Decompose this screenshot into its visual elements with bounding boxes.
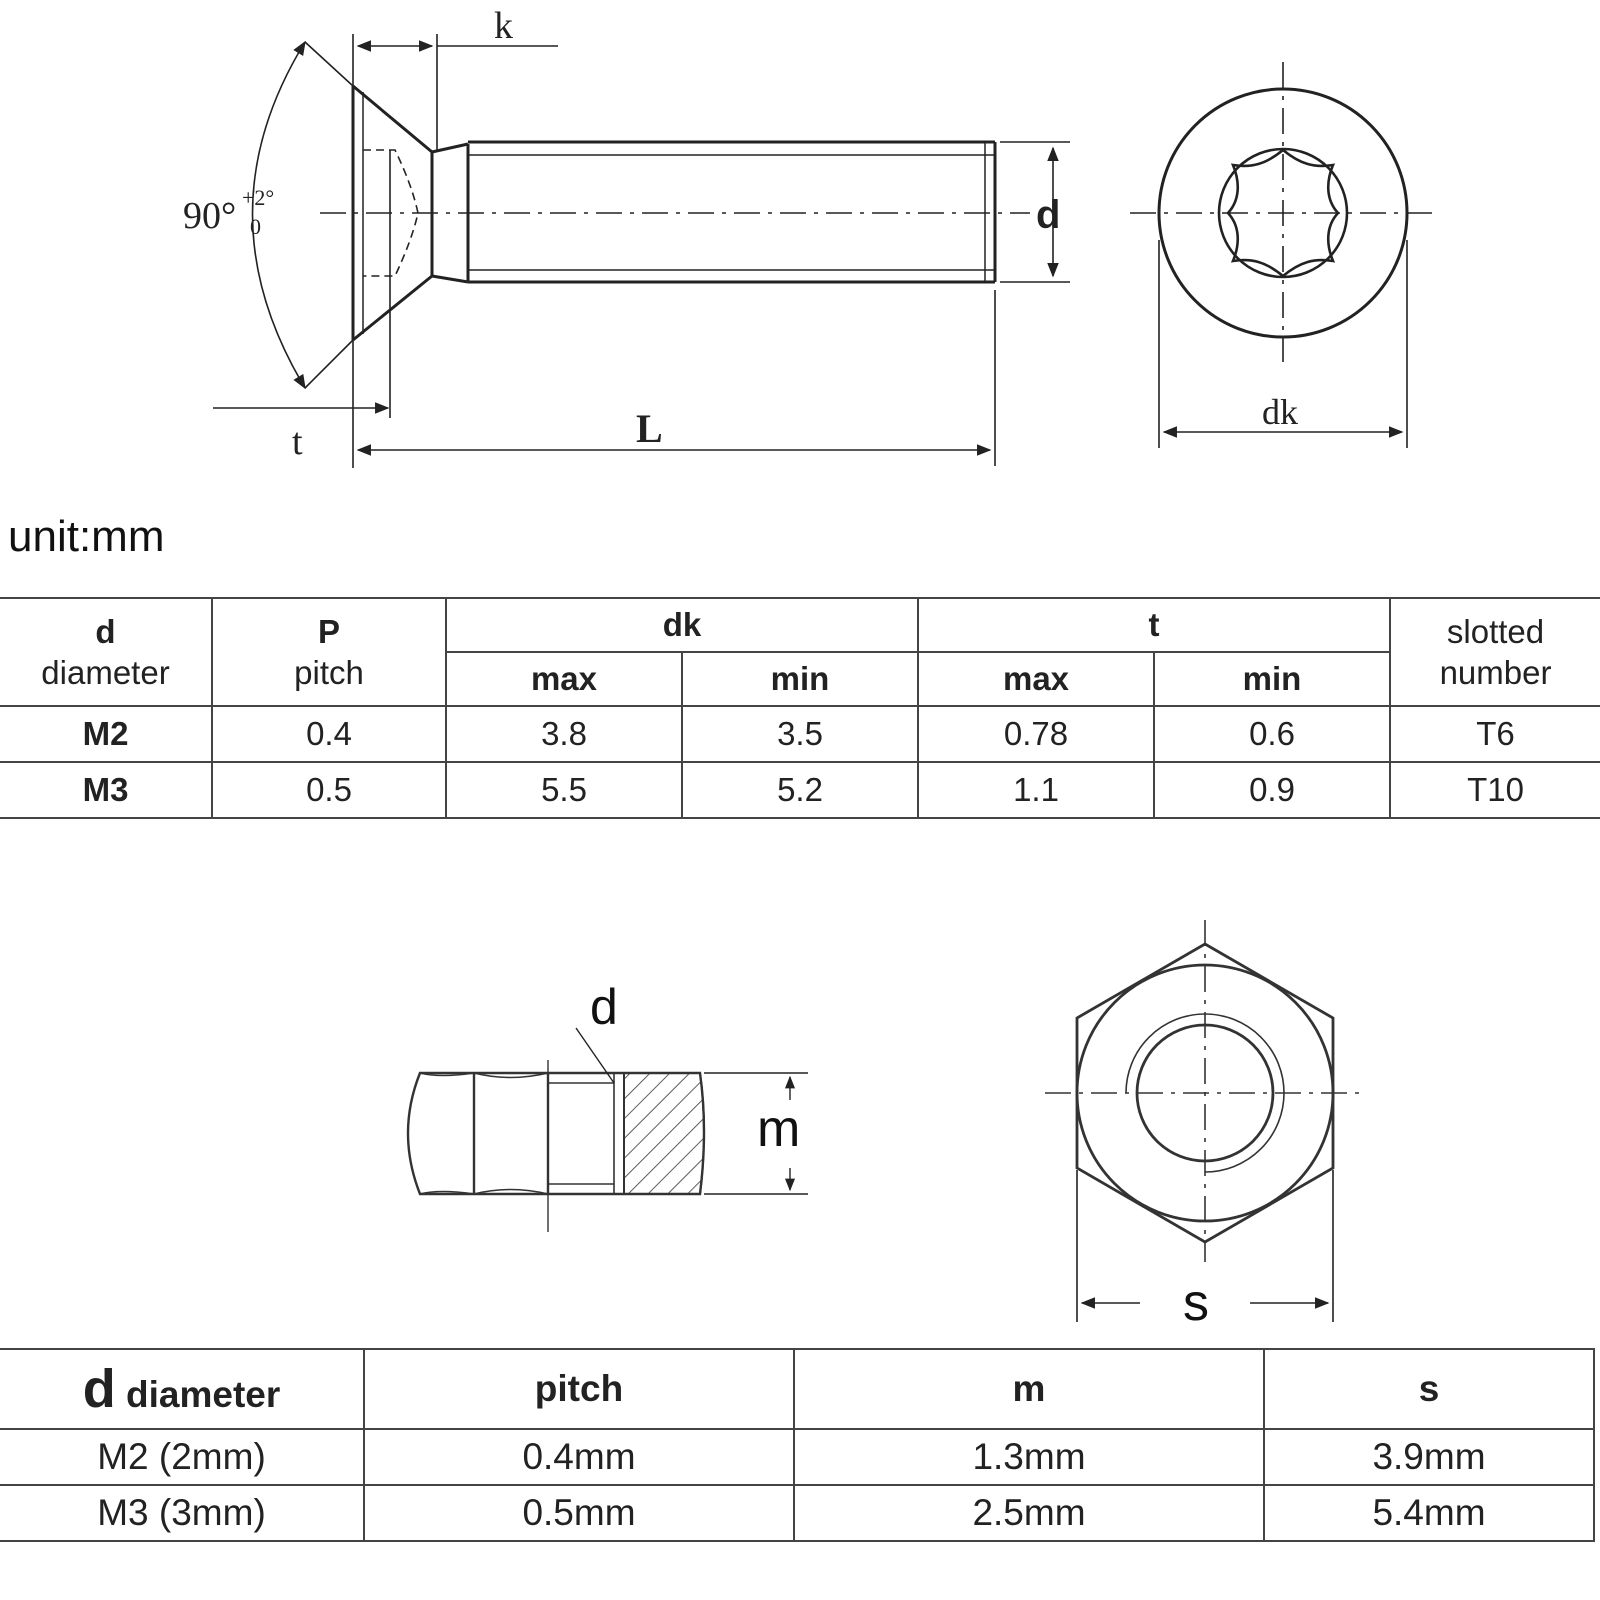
cell-t-max: 0.78 — [917, 705, 1156, 763]
screw-top-view — [1130, 62, 1435, 362]
header-m: m — [793, 1348, 1265, 1430]
header-t: t — [917, 597, 1392, 653]
header-d-symbol: d — [95, 612, 116, 650]
table-row: M3 (3mm) 0.5mm 2.5mm 5.4mm — [0, 1484, 1595, 1542]
cell-m: 1.3mm — [793, 1428, 1265, 1486]
table-row: M2 0.4 3.8 3.5 0.78 0.6 T6 — [0, 705, 1600, 763]
cell-pitch: 0.5mm — [363, 1484, 795, 1542]
cell-t-max: 1.1 — [917, 761, 1156, 819]
cell-p: 0.4 — [211, 705, 447, 763]
cell-slot: T10 — [1389, 761, 1600, 819]
angle-tolerance-upper: +2° — [242, 185, 274, 210]
dk-label: dk — [1262, 392, 1298, 432]
header-s: s — [1263, 1348, 1595, 1430]
t-label: t — [292, 421, 303, 463]
header-dk-max: max — [446, 651, 683, 707]
header-p-symbol: P — [317, 612, 340, 650]
header-t-min: min — [1153, 651, 1391, 707]
table-header-row: d diameter pitch m s — [0, 1348, 1595, 1430]
table-header-row: d diameter P pitch dk t slotted number — [0, 597, 1600, 707]
header-d-text: diameter — [41, 654, 170, 691]
cell-d: M2 — [0, 705, 213, 763]
cell-dk-min: 5.2 — [680, 761, 920, 819]
angle-label: 90° — [183, 195, 236, 237]
nut-d-label: d — [590, 979, 618, 1035]
dk-dimension — [1158, 240, 1408, 448]
header-diameter: d diameter — [0, 1348, 365, 1430]
k-label: k — [494, 5, 513, 47]
cell-dk-max: 3.8 — [445, 705, 683, 763]
cell-d: M3 — [0, 761, 213, 819]
cell-s: 3.9mm — [1263, 1428, 1595, 1486]
nut-spec-table: d diameter pitch m s M2 (2mm) 0.4mm 1.3m… — [0, 1348, 1595, 1542]
table-row: M2 (2mm) 0.4mm 1.3mm 3.9mm — [0, 1428, 1595, 1486]
header-slotted: slotted number — [1389, 597, 1600, 707]
cell-s: 5.4mm — [1263, 1484, 1595, 1542]
screw-spec-table: d diameter P pitch dk t slotted number m… — [0, 597, 1600, 819]
unit-label: unit:mm — [8, 512, 165, 561]
cell-d: M2 (2mm) — [0, 1428, 365, 1486]
header-p-text: pitch — [294, 654, 364, 691]
cell-pitch: 0.4mm — [363, 1428, 795, 1486]
cell-m: 2.5mm — [793, 1484, 1265, 1542]
L-label: L — [636, 406, 663, 451]
cell-dk-max: 5.5 — [445, 761, 683, 819]
cell-p: 0.5 — [211, 761, 447, 819]
nut-m-label: m — [757, 1100, 800, 1158]
header-dk: dk — [444, 597, 920, 653]
cell-t-min: 0.9 — [1153, 761, 1392, 819]
screw-dimensions — [213, 34, 1070, 468]
cell-dk-min: 3.5 — [680, 705, 920, 763]
header-pitch: pitch — [363, 1348, 795, 1430]
header-slotted-line2: number — [1439, 654, 1552, 691]
nut-side-view — [406, 1060, 706, 1232]
table-subheader-row: max min max min — [0, 651, 1600, 707]
cell-t-min: 0.6 — [1153, 705, 1392, 763]
d-label: d — [1036, 193, 1060, 237]
nut-s-label: s — [1183, 1274, 1209, 1332]
header-t-max: max — [917, 651, 1156, 707]
header-d-symbol: d — [82, 1359, 116, 1419]
cell-d: M3 (3mm) — [0, 1484, 365, 1542]
s-dimension — [1076, 1170, 1334, 1322]
header-d-text: diameter — [126, 1374, 281, 1415]
table-row: M3 0.5 5.5 5.2 1.1 0.9 T10 — [0, 761, 1600, 819]
screw-side-view — [320, 84, 1030, 342]
header-p: P pitch — [211, 597, 447, 707]
cell-slot: T6 — [1389, 705, 1600, 763]
header-d: d diameter — [0, 597, 213, 707]
angle-tolerance-lower: 0 — [250, 214, 261, 239]
nut-dimensions — [575, 1027, 808, 1195]
header-slotted-line1: slotted — [1446, 612, 1545, 650]
header-dk-min: min — [680, 651, 920, 707]
nut-top-view — [1045, 920, 1365, 1262]
